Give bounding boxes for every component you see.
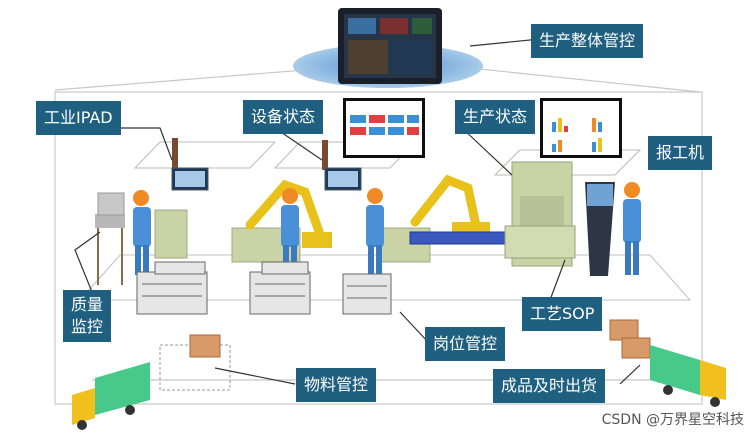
shipping-boxes: [609, 319, 651, 359]
equipment-status-label: 设备状态: [243, 100, 324, 134]
quality-label-line2: 监控: [71, 317, 104, 336]
station-control-label: 岗位管控: [425, 327, 506, 361]
central-monitor: [293, 8, 483, 88]
process-sop-label: 工艺SOP: [522, 297, 603, 331]
shipping-truck-right: [650, 345, 726, 407]
robot-station-1: [231, 179, 332, 275]
watermark: CSDN @万界星空科技: [601, 412, 744, 428]
equipment-status-screen: [343, 98, 425, 158]
material-carts: [136, 261, 392, 315]
production-status-screen: [540, 98, 622, 158]
reporting-machine-label: 报工机: [648, 136, 713, 170]
delivery-truck-left: [72, 362, 150, 430]
quality-inspection-station: [95, 190, 188, 285]
factory-floor: [78, 254, 692, 301]
tablet-devices: [171, 138, 362, 191]
shipping-label: 成品及时出货: [493, 369, 606, 403]
quality-monitoring-label: 质量 监控: [63, 290, 112, 342]
quality-label-line1: 质量: [71, 295, 104, 314]
material-cage: [159, 334, 231, 391]
production-status-label: 生产状态: [455, 100, 536, 134]
overall-control-label: 生产整体管控: [531, 24, 644, 58]
sop-machine: [504, 161, 576, 267]
robot-station-2: [366, 174, 511, 275]
material-control-label: 物料管控: [296, 368, 377, 402]
industrial-ipad-label: 工业IPAD: [36, 101, 121, 135]
reporting-kiosk: [585, 182, 641, 276]
